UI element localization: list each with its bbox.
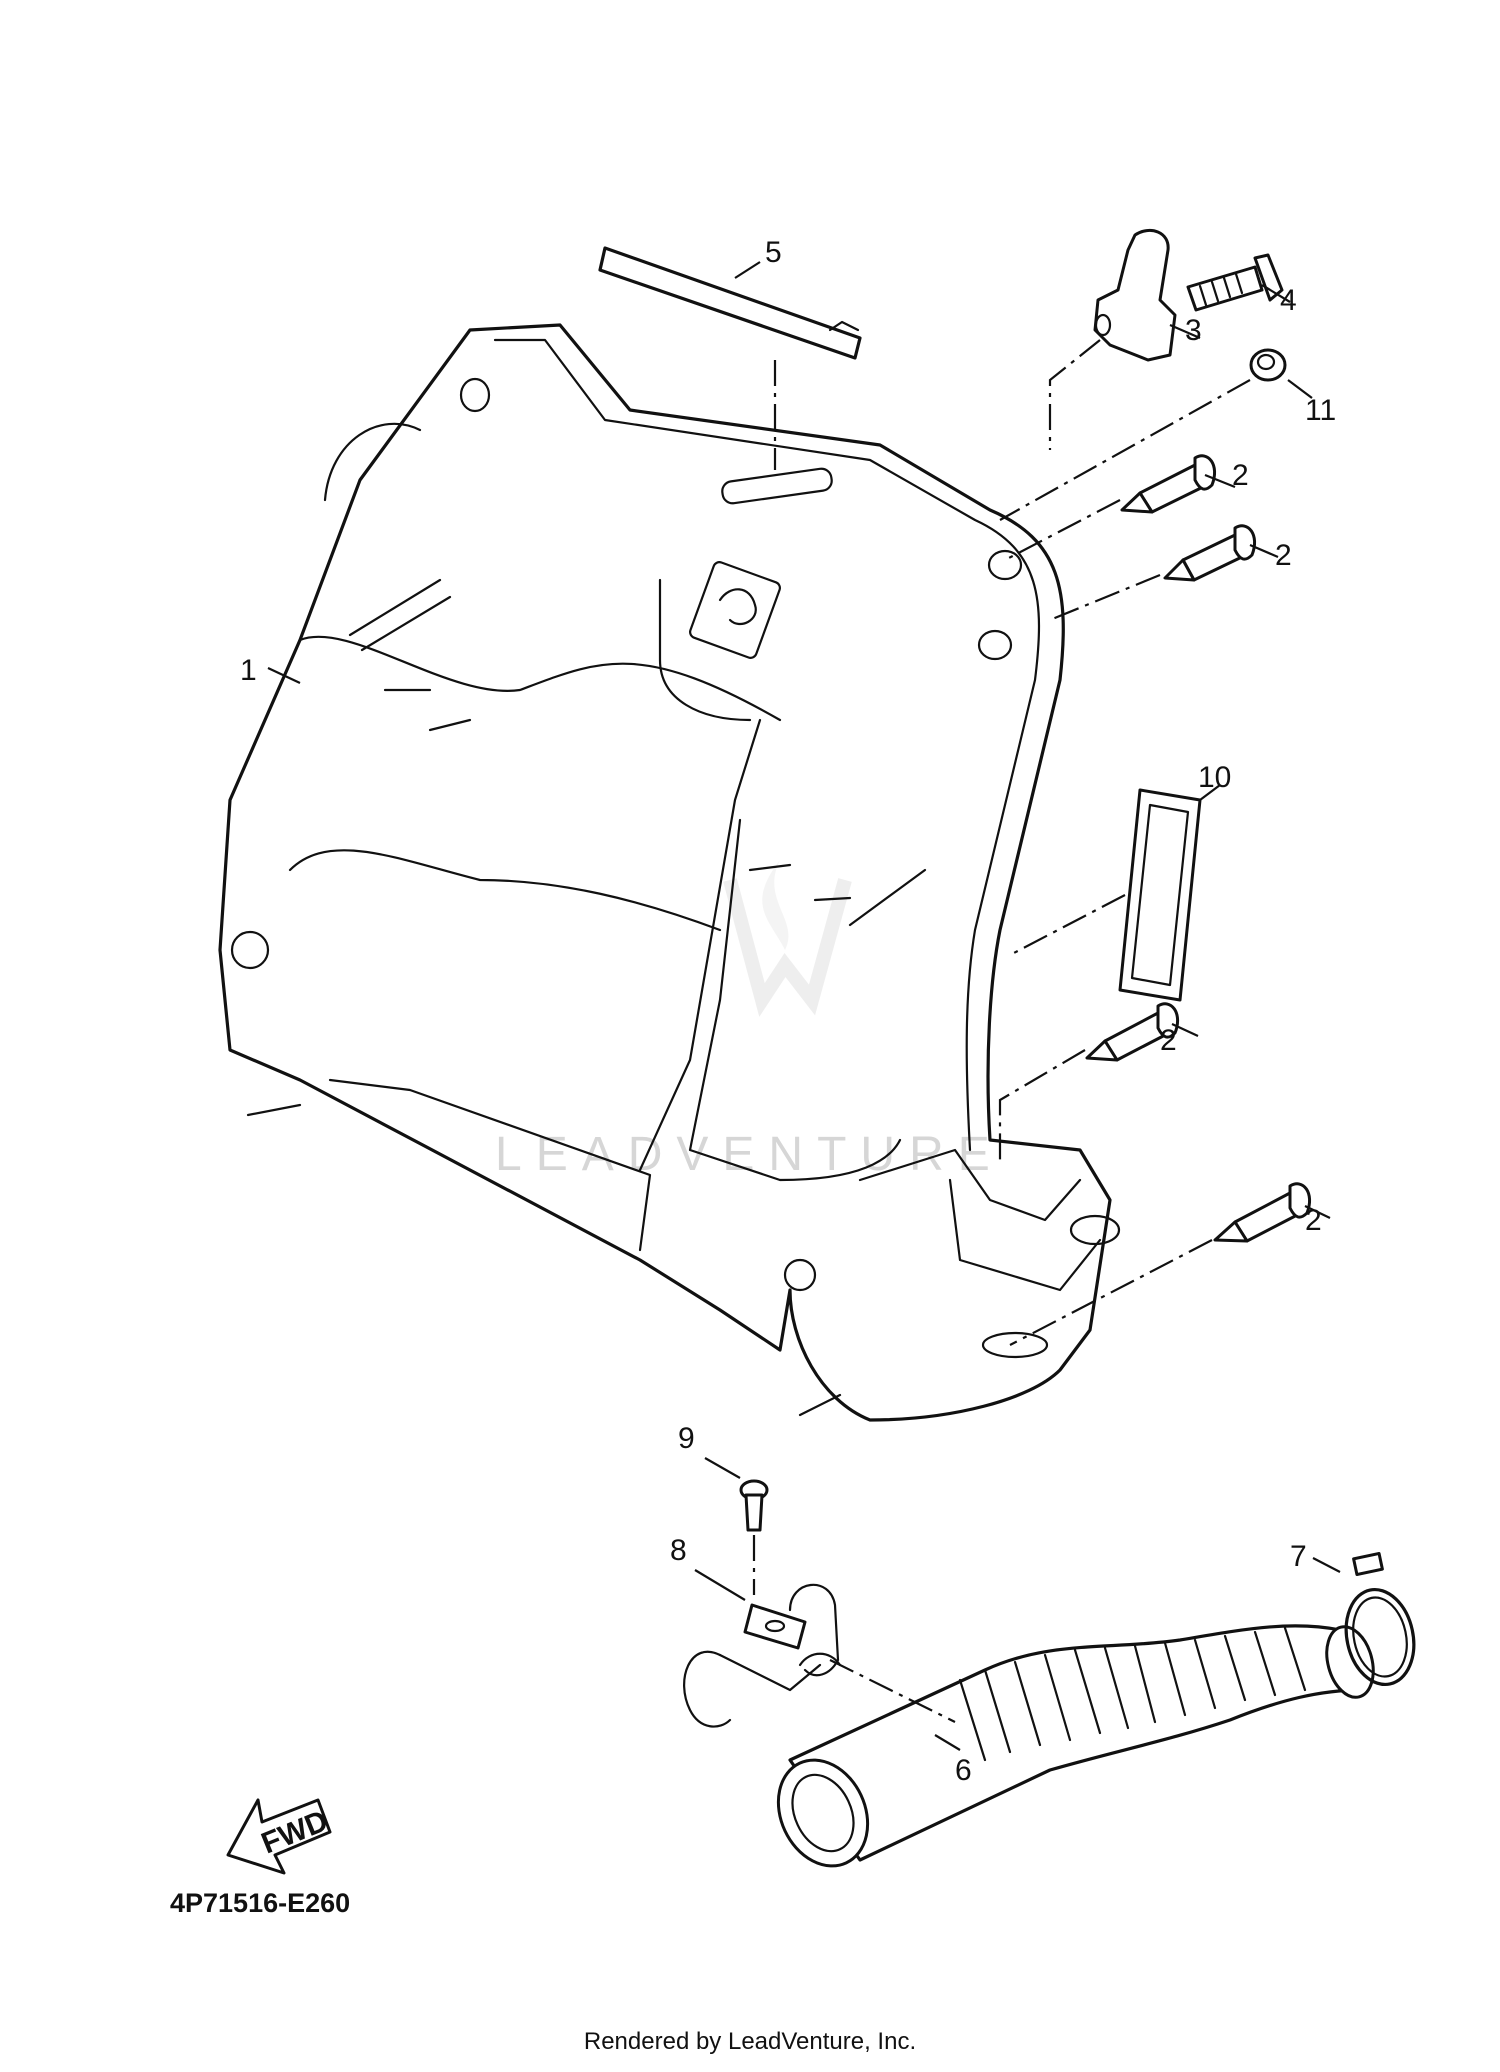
clamp-bracket-part-8 <box>683 1583 956 1728</box>
callout-part-8: 8 <box>670 1534 687 1567</box>
drawing-code: 4P71516-E260 <box>170 1888 351 1918</box>
callout-part-9: 9 <box>678 1422 695 1455</box>
grommet-part-10 <box>1009 788 1202 1002</box>
watermark-logo <box>723 860 852 1017</box>
bolt-part-9 <box>739 1479 769 1595</box>
callout-part-3: 3 <box>1185 314 1202 347</box>
leader-lines <box>267 261 1341 1751</box>
intake-duct-part-6 <box>776 1624 1375 1868</box>
watermark-text: LEADVENTURE <box>495 1128 1004 1181</box>
callout-part-5: 5 <box>765 236 782 269</box>
hose-clamp-part-7 <box>1344 1551 1416 1687</box>
callout-part-1: 1 <box>240 654 257 687</box>
callout-part-10: 10 <box>1198 761 1231 794</box>
bracket-part-3 <box>1048 229 1177 450</box>
footer-credit: Rendered by LeadVenture, Inc. <box>583 2028 917 2055</box>
fwd-arrow-icon: FWD <box>226 1798 333 1875</box>
callout-part-2-b: 2 <box>1275 539 1292 572</box>
callout-part-4: 4 <box>1280 284 1297 317</box>
callout-part-2-a: 2 <box>1232 459 1249 492</box>
boss-pegs <box>246 578 927 1417</box>
callout-part-6: 6 <box>955 1754 972 1787</box>
callout-part-2-d: 2 <box>1305 1204 1322 1237</box>
callout-part-11: 11 <box>1305 394 1336 427</box>
callout-part-7: 7 <box>1290 1540 1307 1573</box>
trim-strip-part-5 <box>598 246 862 470</box>
screw-part-2-a <box>1004 454 1217 561</box>
screw-part-2-b <box>1049 524 1257 622</box>
nut-part-11 <box>999 348 1287 521</box>
bolt-part-4 <box>1186 253 1284 312</box>
leg-shield-part-1 <box>218 323 1121 1422</box>
screw-part-2-d <box>1009 1182 1312 1346</box>
screw-part-2-c <box>998 1002 1180 1160</box>
callout-part-2-c: 2 <box>1160 1024 1177 1057</box>
